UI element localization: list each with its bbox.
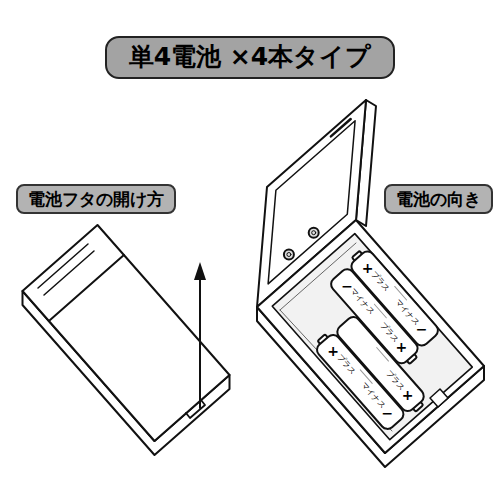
title-text: 単4電池 ×4本タイプ — [129, 41, 371, 74]
battery-highlight — [377, 348, 389, 362]
spring-contact — [287, 253, 291, 257]
battery — [311, 329, 406, 432]
case-end-grip — [38, 244, 94, 295]
section-label: 電池の向き — [384, 184, 493, 214]
open-arrow-shaft — [199, 276, 201, 408]
battery-highlight — [374, 304, 386, 318]
spring-contact — [284, 250, 294, 260]
title-pill: 単4電池 ×4本タイプ — [105, 36, 395, 79]
base-rim — [257, 220, 484, 453]
battery-body — [334, 314, 426, 414]
battery-compartment — [272, 234, 472, 440]
battery-body — [314, 332, 406, 432]
case-top — [23, 225, 230, 441]
terminal-tab — [430, 389, 448, 407]
case-lid-seam — [49, 255, 124, 321]
label-text: 電池フタの開け方 — [28, 188, 164, 210]
spring-contact — [312, 231, 316, 235]
battery — [334, 314, 429, 417]
open-arrow-head — [194, 262, 206, 280]
lid-latch — [331, 119, 351, 136]
lid-notch — [186, 400, 205, 418]
open-base — [257, 220, 484, 467]
section-label: 電池フタの開け方 — [16, 184, 176, 214]
closed-case — [23, 225, 230, 455]
spring-contact — [309, 228, 319, 238]
label-text: 電池の向き — [396, 188, 481, 210]
